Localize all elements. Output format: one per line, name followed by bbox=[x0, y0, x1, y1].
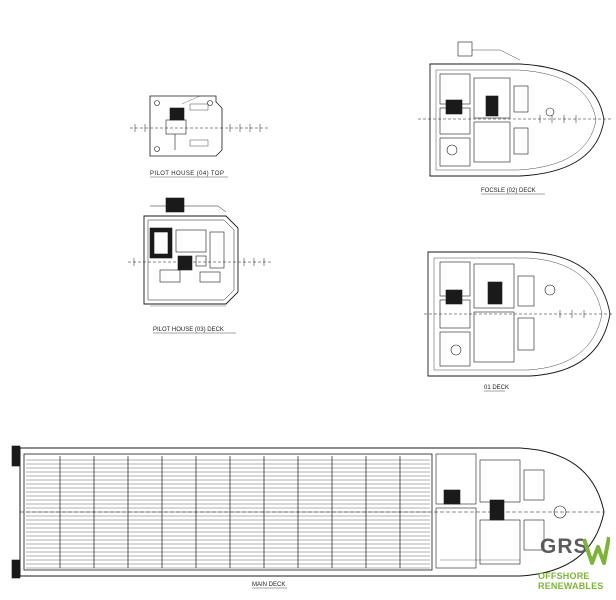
focsle-02-deck-caption: FOCSLE (02) DECK bbox=[481, 188, 536, 194]
logo-line-2: RENEWABLES bbox=[538, 581, 604, 591]
logo-line-1: OFFSHORE bbox=[538, 571, 590, 581]
main-deck-caption: MAIN DECK bbox=[252, 582, 285, 588]
pilot-house-04-top-caption: PILOT HOUSE (04) TOP bbox=[150, 171, 224, 177]
grs-offshore-renewables-logo: GRS OFFSHORE RENEWABLES bbox=[538, 533, 610, 595]
focsle-02-deck-plan bbox=[418, 41, 612, 177]
pilot-house-04-top-plan bbox=[130, 95, 270, 157]
pilot-house-03-deck-caption: PILOT HOUSE (03) DECK bbox=[153, 327, 224, 333]
deck-01-caption: 01 DECK bbox=[484, 385, 509, 391]
main-deck-plan bbox=[11, 445, 605, 579]
logo-mark: GRS bbox=[540, 535, 589, 558]
deck-01-plan bbox=[424, 251, 614, 377]
logo-swoosh-icon bbox=[582, 536, 610, 565]
pilot-house-03-deck-plan bbox=[128, 197, 272, 307]
